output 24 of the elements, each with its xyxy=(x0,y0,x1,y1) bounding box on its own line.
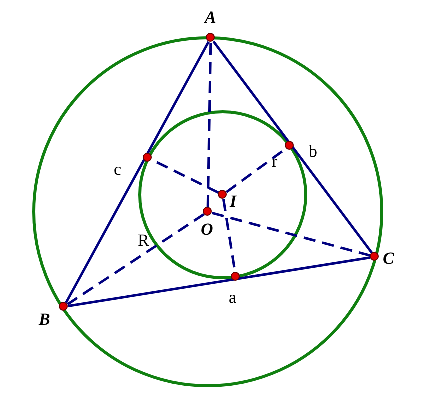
point-label: b xyxy=(309,143,318,160)
point-label: a xyxy=(229,289,237,306)
point-dot xyxy=(206,33,215,42)
point-label: I xyxy=(230,193,237,210)
point-label: A xyxy=(205,9,216,26)
point-dot xyxy=(231,272,240,281)
point-label: C xyxy=(383,250,394,267)
radius-label: r xyxy=(272,153,278,170)
point-dot xyxy=(218,190,227,199)
point-dot xyxy=(59,302,68,311)
side-line xyxy=(65,41,210,304)
dashed-line xyxy=(212,212,371,258)
dashed-line xyxy=(67,213,205,306)
side-line xyxy=(212,40,374,254)
point-dot xyxy=(285,141,294,150)
point-label: O xyxy=(201,221,214,238)
radius-label: R xyxy=(138,232,150,249)
point-dot xyxy=(143,153,152,162)
point-label: B xyxy=(39,311,50,328)
dashed-line xyxy=(206,42,212,208)
point-dot xyxy=(203,207,212,216)
point-label: c xyxy=(114,161,122,178)
side-line xyxy=(68,256,371,308)
point-dot xyxy=(370,252,379,261)
